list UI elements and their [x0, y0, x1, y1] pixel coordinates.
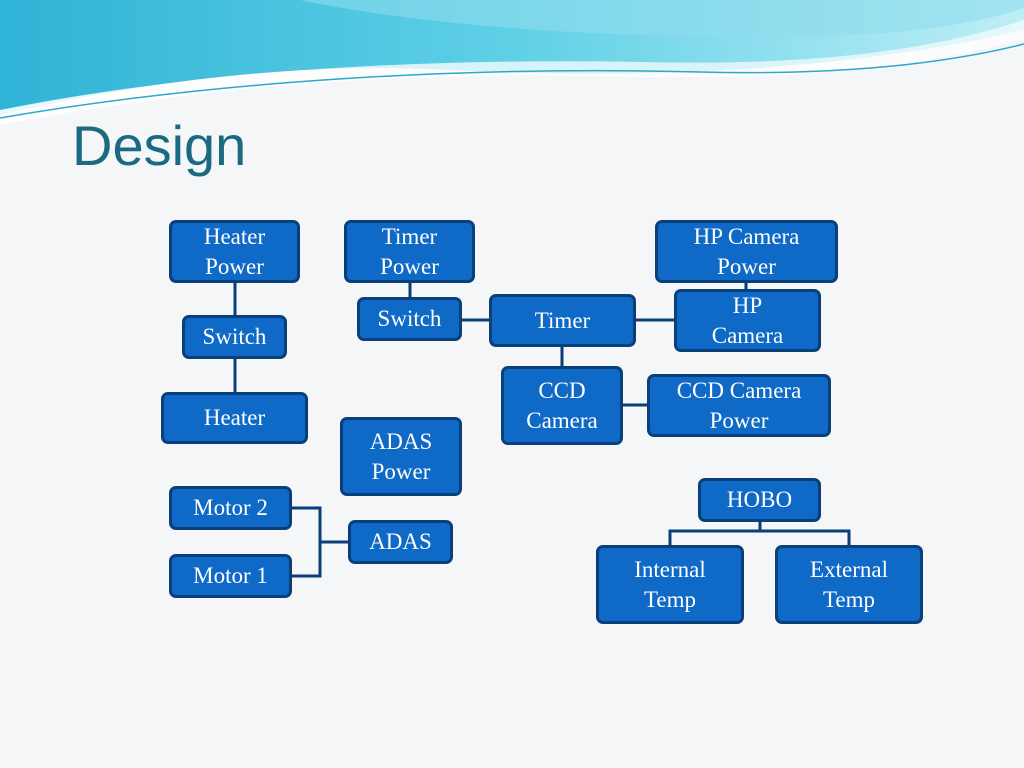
heater-box: Heater: [161, 392, 308, 444]
internal-temp-box: Internal Temp: [596, 545, 744, 624]
adas-power-box: ADAS Power: [340, 417, 462, 496]
timer-box: Timer: [489, 294, 636, 347]
header-wave-decoration: [0, 0, 1024, 125]
hp-camera-power-box: HP Camera Power: [655, 220, 838, 283]
connector-motors-adas: [291, 506, 322, 578]
timer-switch-box: Switch: [357, 297, 462, 341]
motor-2-box: Motor 2: [169, 486, 292, 530]
connector-hobo-branch: [668, 529, 851, 546]
ccd-camera-box: CCD Camera: [501, 366, 623, 445]
ccd-camera-power-box: CCD Camera Power: [647, 374, 831, 437]
external-temp-box: External Temp: [775, 545, 923, 624]
adas-box: ADAS: [348, 520, 453, 564]
slide-title: Design: [72, 114, 247, 177]
motor-1-box: Motor 1: [169, 554, 292, 598]
heater-switch-box: Switch: [182, 315, 287, 359]
hobo-box: HOBO: [698, 478, 821, 522]
hp-camera-box: HP Camera: [674, 289, 821, 352]
timer-power-box: Timer Power: [344, 220, 475, 283]
heater-power-box: Heater Power: [169, 220, 300, 283]
